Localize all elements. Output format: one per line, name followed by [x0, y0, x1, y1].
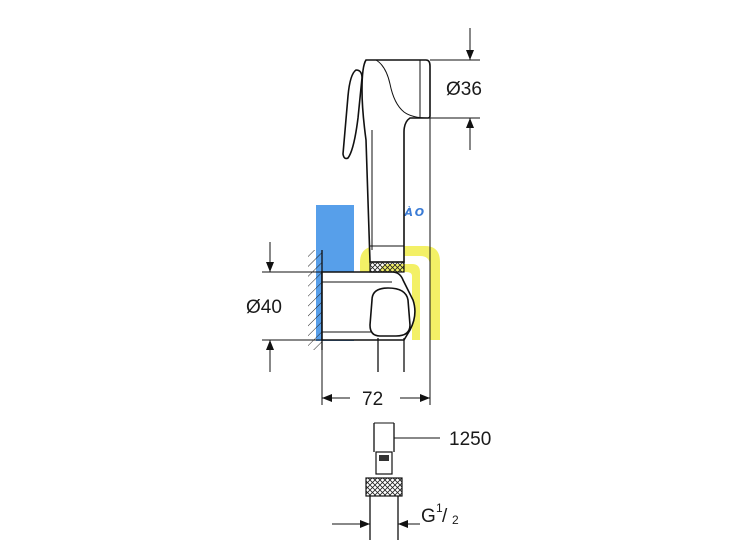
thread-label-den: 2 [452, 513, 459, 527]
dimension-holder-diameter: Ø40 [246, 242, 322, 372]
knurled-ring-top [369, 261, 405, 273]
dimension-head-diameter: Ø36 [430, 28, 482, 150]
hose-length-label: 1250 [449, 429, 491, 450]
hose-end-detail: 1250 [365, 422, 491, 540]
thread-label-g: G [421, 506, 436, 527]
hose-upper [377, 338, 405, 372]
thread-label-slash: / [442, 506, 448, 527]
wall-section [308, 250, 323, 350]
dimension-projection: 72 [322, 389, 430, 410]
projection-label: 72 [362, 389, 383, 410]
head-diameter-label: Ø36 [446, 79, 482, 100]
holder-diameter-label: Ø40 [246, 297, 282, 318]
thread-label-num: 1 [436, 501, 443, 515]
wall-holder [321, 271, 416, 341]
knurled-nut [365, 477, 403, 497]
hand-shower [342, 59, 431, 273]
trigger-lever [342, 69, 363, 160]
dimension-thread: G 1 / 2 [332, 501, 459, 528]
